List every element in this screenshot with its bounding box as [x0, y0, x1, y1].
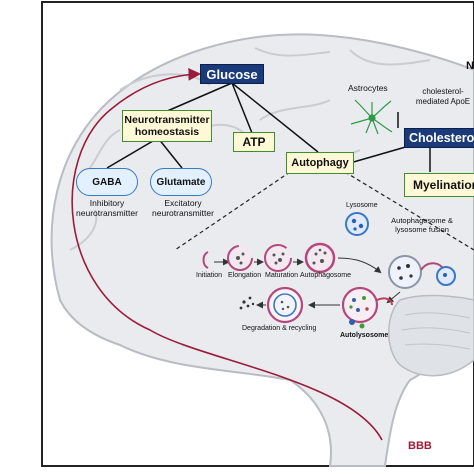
gaba-description: Inhibitory neurotransmitter — [76, 198, 138, 218]
cholesterol-node: Cholesterol — [404, 128, 474, 148]
autolysosome-label: Autolysosome — [340, 332, 389, 339]
lysosome-label: Lysosome — [346, 202, 378, 209]
myelination-node: Myelination — [404, 173, 474, 197]
fusion-label: Autophagosome & lysosome fusion — [391, 216, 453, 234]
bbb-pathway — [71, 67, 383, 441]
glucose-node: Glucose — [200, 64, 264, 84]
glutamate-node: Glutamate — [150, 168, 212, 196]
neurotransmitter-homeostasis-node: Neurotransmitter homeostasis — [122, 110, 212, 142]
gaba-node: GABA — [76, 168, 138, 196]
autophagosome-label: Autophagosome — [300, 272, 351, 279]
cholesterol-apoe-label: cholesterol-mediated ApoE — [415, 87, 471, 106]
maturation-label: Maturation — [265, 272, 299, 279]
astrocyte-cell — [350, 99, 393, 135]
atp-node: ATP — [233, 132, 275, 152]
glutamate-description: Excitatory neurotransmitter — [152, 198, 214, 218]
astrocytes-label: Astrocytes — [348, 83, 388, 93]
degradation-recycling-label: Degradation & recycling — [242, 325, 317, 332]
autophagy-node: Autophagy — [286, 152, 354, 174]
elongation-label: Elongation — [228, 272, 262, 279]
autophagy-pathway — [202, 212, 456, 329]
connectors — [106, 82, 431, 172]
zoom-lines — [174, 171, 474, 251]
edge-letter-n: N — [466, 60, 474, 72]
cerebellum — [388, 294, 474, 377]
initiation-label: Initiation — [196, 272, 223, 279]
bbb-label: BBB — [408, 440, 432, 452]
